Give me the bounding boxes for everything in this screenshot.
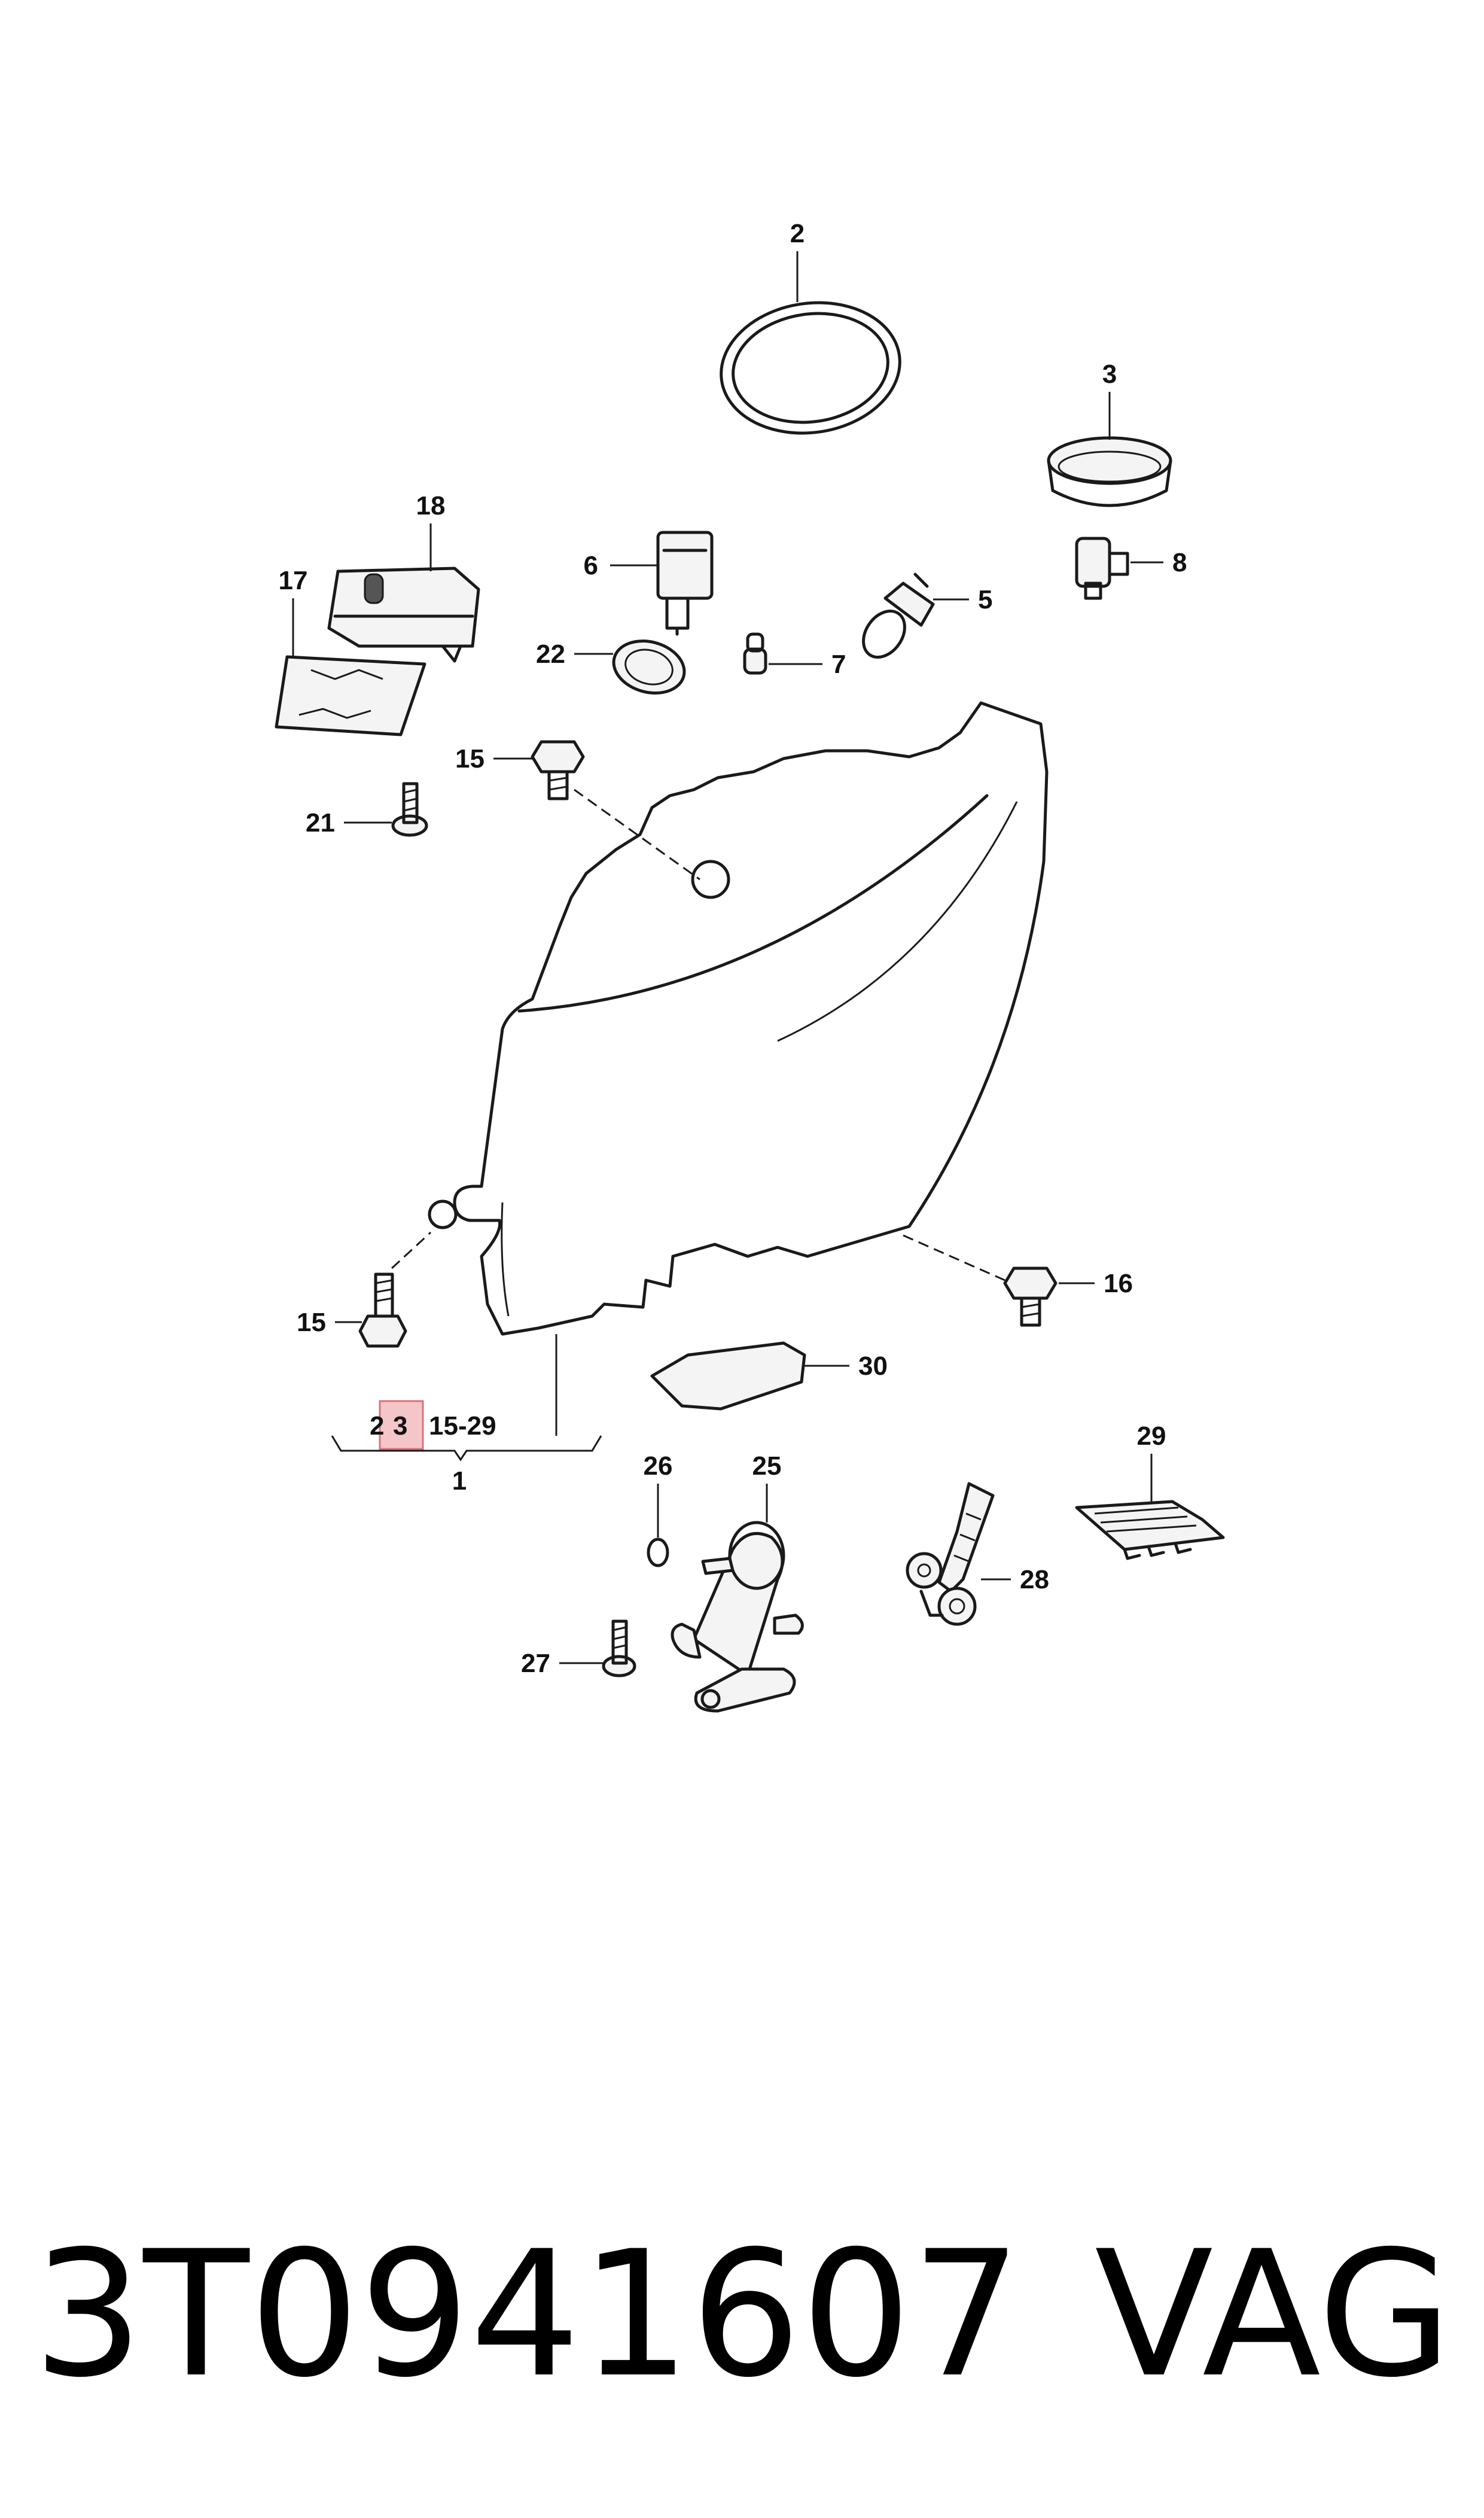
callout-8: 8: [1172, 548, 1187, 577]
callout-30: 30: [858, 1351, 888, 1381]
kit-item-range: 15-29: [429, 1411, 496, 1441]
part-30-cover: [650, 1341, 806, 1411]
headlight-housing: [428, 701, 1049, 1336]
part-15-bolt-bottom: [358, 1272, 407, 1348]
kit-item-2: 2: [370, 1411, 384, 1441]
part-3-cap: [1047, 436, 1172, 507]
callout-6: 6: [584, 551, 598, 580]
part-26-o-ring: [647, 1537, 669, 1567]
part-25-nozzle-bracket: [671, 1521, 804, 1713]
callout-2: 2: [790, 219, 805, 248]
callout-17: 17: [279, 566, 308, 595]
callout-15-top: 15: [455, 744, 484, 774]
assembly-line-15-bottom: [391, 1231, 432, 1269]
callout-29: 29: [1137, 1421, 1166, 1451]
callout-5: 5: [978, 585, 992, 614]
highlight-box: [379, 1400, 424, 1450]
brand-label: VAG: [1095, 2214, 1452, 2416]
kit-item-3-highlighted: 3: [393, 1411, 407, 1441]
callout-25: 25: [752, 1451, 782, 1481]
callout-3: 3: [1102, 360, 1117, 389]
part-28-clip: [906, 1482, 995, 1626]
part-6-bulb-socket: [656, 531, 714, 636]
part-8-fitting: [1075, 537, 1129, 600]
callout-18: 18: [416, 491, 446, 520]
kit-brace: [331, 1435, 602, 1462]
callout-26: 26: [644, 1451, 673, 1481]
kit-assembly-number: 1: [452, 1466, 467, 1496]
assembly-line-16: [903, 1234, 1005, 1281]
part-15-bolt-top: [531, 740, 585, 800]
part-5-bulb: [862, 573, 935, 659]
callout-28: 28: [1020, 1565, 1049, 1594]
part-21-screw: [391, 782, 428, 837]
callout-21: 21: [306, 808, 335, 838]
callout-7: 7: [831, 650, 846, 679]
part-18-control-unit: [327, 567, 480, 663]
callout-16: 16: [1104, 1269, 1133, 1298]
part-29-grille: [1075, 1500, 1225, 1560]
part-2-gasket: [720, 301, 901, 435]
callout-22: 22: [536, 640, 565, 669]
part-number: 3T0941607: [33, 2214, 1022, 2416]
callout-15-bottom: 15: [297, 1308, 326, 1337]
part-27-screw: [602, 1619, 636, 1677]
assembly-line-15-top: [574, 788, 700, 881]
part-22-ring: [612, 640, 686, 695]
part-17-bracket: [275, 655, 426, 736]
part-16-bolt: [1003, 1266, 1058, 1327]
callout-27: 27: [521, 1649, 550, 1678]
part-7-small-bulb: [743, 632, 767, 675]
